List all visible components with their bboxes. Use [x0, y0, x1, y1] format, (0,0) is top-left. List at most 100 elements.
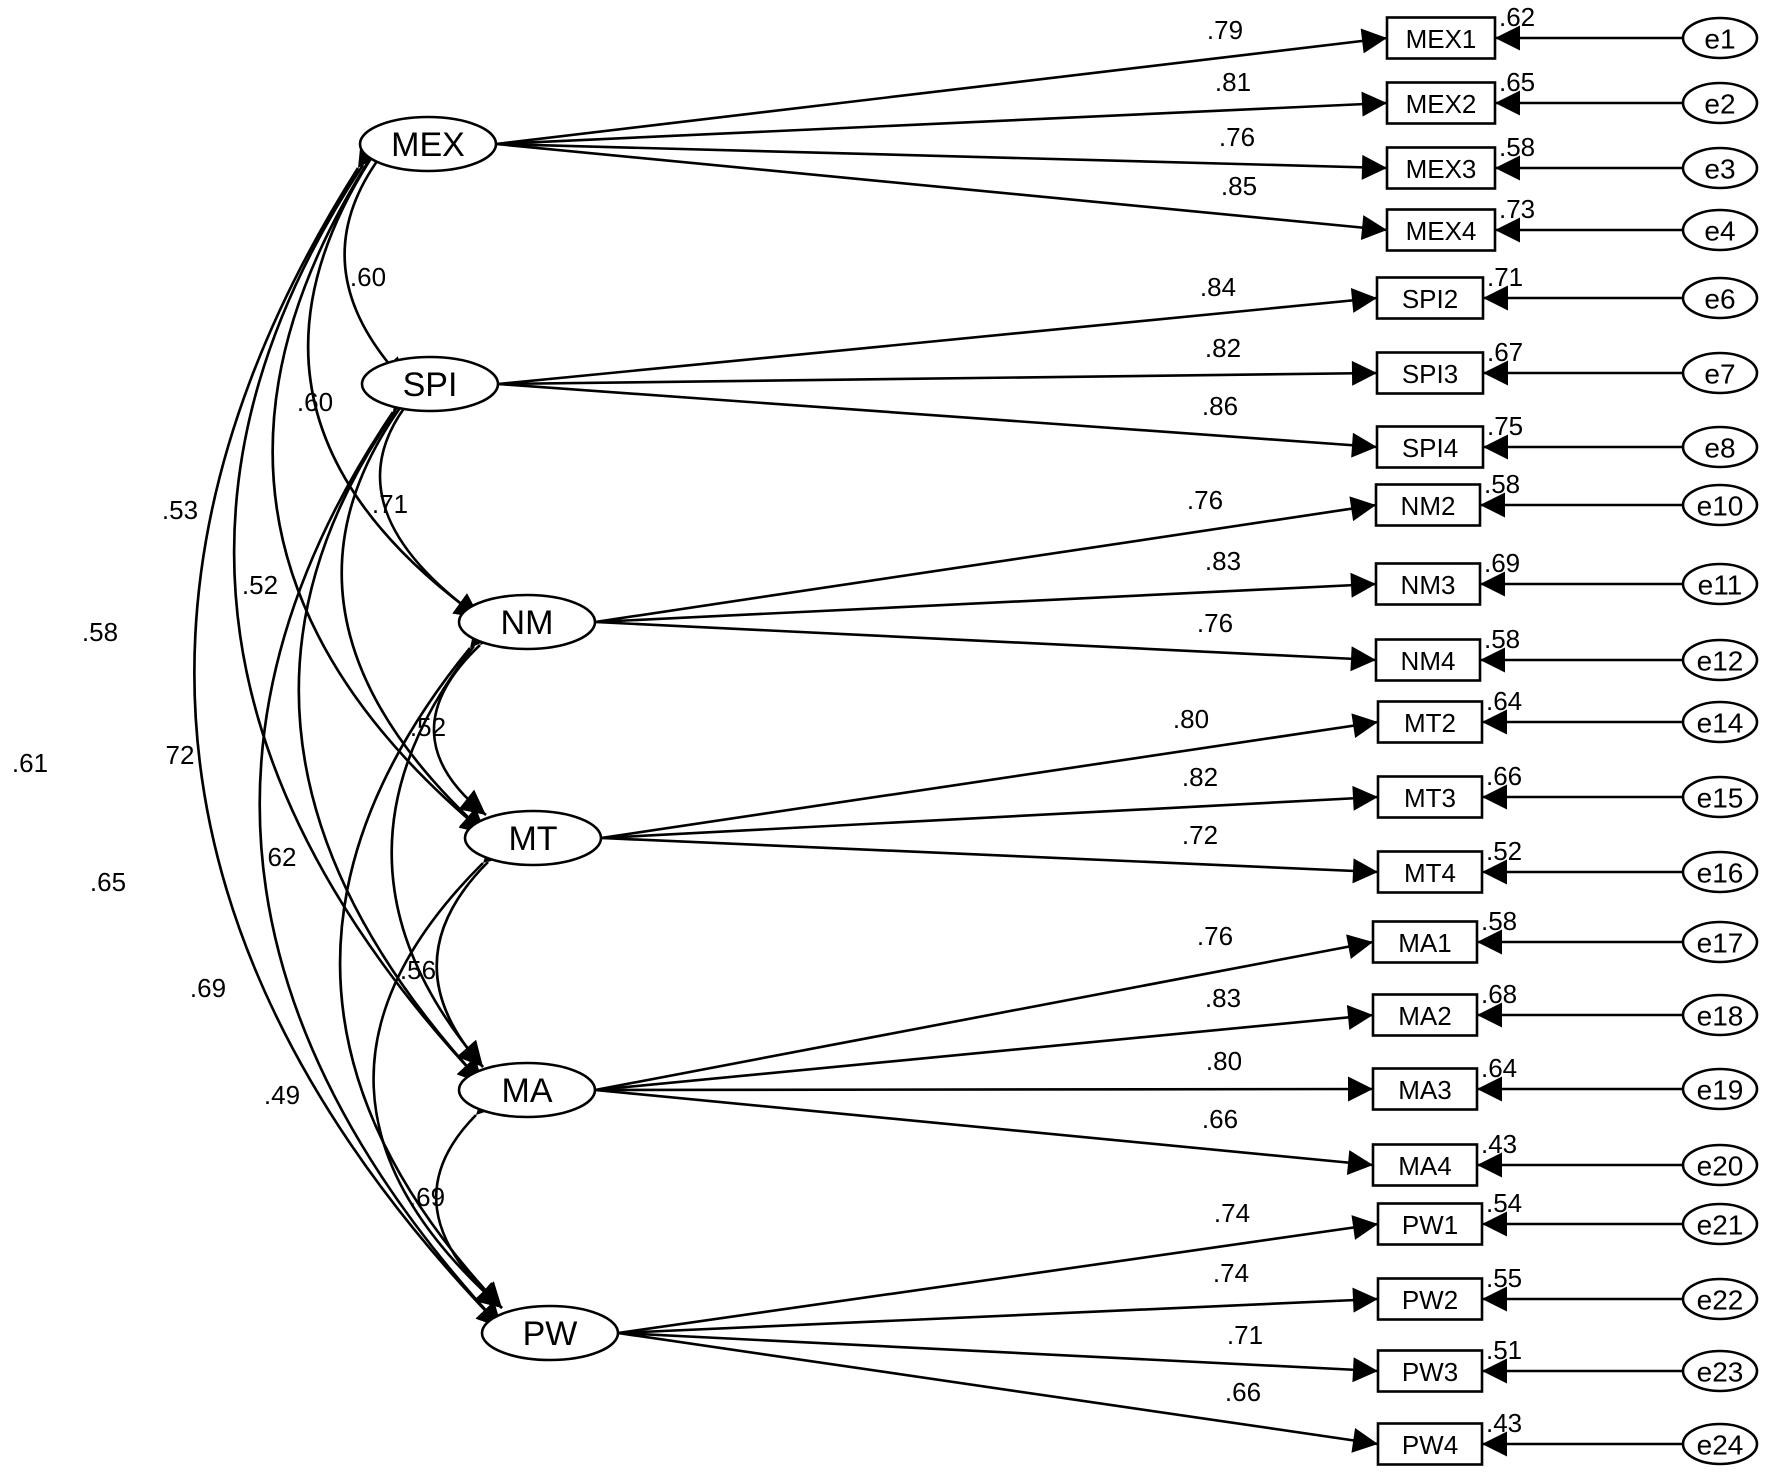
indicator-label-pw2: PW2: [1402, 1285, 1458, 1315]
loading-arrow-pw1: [617, 1215, 1379, 1335]
error-node-e6: [1681, 276, 1759, 320]
error-label-e19: e19: [1697, 1075, 1744, 1106]
indicator-label-ma4: MA4: [1398, 1151, 1451, 1181]
correlation-label-mex-ma: .58: [82, 617, 118, 647]
loading-label-nm3: .83: [1205, 546, 1241, 576]
indicator-label-nm4: NM4: [1401, 646, 1456, 676]
loading-label-spi3: .82: [1205, 333, 1241, 363]
indicator-label-spi2: SPI2: [1402, 284, 1458, 314]
indicator-node-ma4: [1371, 1143, 1479, 1187]
latent-node-pw: [480, 1304, 620, 1362]
indicator-label-nm3: NM3: [1401, 570, 1456, 600]
r2-label-pw2: .55: [1486, 1263, 1522, 1293]
r2-label-ma1: .58: [1481, 906, 1517, 936]
error-label-e3: e3: [1704, 154, 1735, 185]
correlation-label-mt-ma: .56: [400, 955, 436, 985]
indicator-label-ma1: MA1: [1398, 928, 1451, 958]
loading-label-mt4: .72: [1182, 820, 1218, 850]
error-label-e24: e24: [1697, 1430, 1744, 1461]
correlation-label-nm-ma: 62: [268, 842, 297, 872]
error-label-e22: e22: [1697, 1285, 1744, 1316]
indicator-node-mex2: [1385, 81, 1497, 125]
r2-label-pw4: .43: [1486, 1408, 1522, 1438]
latent-node-spi: [360, 355, 500, 413]
error-node-e20: [1681, 1143, 1759, 1187]
indicator-node-mex3: [1385, 146, 1497, 190]
indicator-node-nm2: [1374, 483, 1482, 527]
indicator-node-spi2: [1375, 276, 1485, 320]
correlation-label-mex-mt: .53: [162, 495, 198, 525]
correlation-arrow-mex-pw: [193, 140, 503, 1329]
r2-label-mex4: .73: [1499, 194, 1535, 224]
r2-label-nm2: .58: [1484, 469, 1520, 499]
loading-arrow-spi4: [497, 382, 1378, 458]
error-node-e14: [1681, 700, 1759, 744]
error-label-e15: e15: [1697, 783, 1744, 814]
indicator-label-nm2: NM2: [1401, 491, 1456, 521]
error-node-e8: [1681, 425, 1759, 469]
loading-arrow-spi3: [497, 360, 1378, 386]
correlation-label-spi-ma: 72: [166, 740, 195, 770]
indicator-node-mex1: [1385, 16, 1497, 60]
r2-label-mex1: .62: [1499, 2, 1535, 32]
error-node-e17: [1681, 920, 1759, 964]
loading-arrow-nm3: [594, 572, 1377, 624]
indicator-label-spi4: SPI4: [1402, 433, 1458, 463]
r2-label-nm4: .58: [1484, 624, 1520, 654]
indicator-label-mex2: MEX2: [1406, 89, 1477, 119]
indicator-node-pw3: [1376, 1349, 1484, 1393]
correlation-arrow-ma-pw: [434, 1088, 503, 1309]
loading-label-mt3: .82: [1182, 762, 1218, 792]
error-node-e4: [1681, 208, 1759, 252]
indicator-label-ma2: MA2: [1398, 1001, 1451, 1031]
error-label-e16: e16: [1697, 858, 1744, 889]
error-node-e11: [1681, 562, 1759, 606]
correlation-arrow-mt-ma: [435, 835, 515, 1068]
correlation-label-mex-spi: .60: [350, 262, 386, 292]
indicator-node-mt4: [1376, 850, 1484, 894]
error-node-e16: [1681, 850, 1759, 894]
correlation-label-spi-mt: .52: [242, 570, 278, 600]
r2-label-pw1: .54: [1486, 1188, 1522, 1218]
error-node-e10: [1681, 483, 1759, 527]
indicator-label-spi3: SPI3: [1402, 359, 1458, 389]
indicator-node-spi3: [1375, 351, 1485, 395]
indicator-node-pw4: [1376, 1422, 1484, 1466]
loading-label-mex3: .76: [1219, 122, 1255, 152]
indicator-label-mt2: MT2: [1404, 708, 1456, 738]
correlation-label-nm-pw: .69: [190, 973, 226, 1003]
error-label-e11: e11: [1698, 570, 1743, 601]
latent-node-mt: [463, 809, 603, 867]
indicator-label-mex1: MEX1: [1406, 24, 1477, 54]
error-node-e24: [1681, 1422, 1759, 1466]
label-layer: .60.60.53.58.61.71.5272.65.5262.69.56.49…: [12, 2, 1535, 1438]
latent-label-ma: MA: [502, 1072, 553, 1110]
error-node-e22: [1681, 1277, 1759, 1321]
loading-label-mex4: .85: [1221, 171, 1257, 201]
loading-label-ma3: .80: [1206, 1046, 1242, 1076]
loading-arrow-nm4: [594, 620, 1377, 672]
indicator-node-mt3: [1376, 775, 1484, 819]
loading-arrow-mex2: [495, 91, 1388, 146]
loading-arrow-pw2: [617, 1287, 1379, 1335]
loading-arrow-pw4: [617, 1331, 1379, 1453]
error-label-e2: e2: [1704, 89, 1735, 120]
indicator-label-pw3: PW3: [1402, 1357, 1458, 1387]
correlation-label-ma-pw: .69: [409, 1182, 445, 1212]
loading-arrow-mex4: [495, 142, 1388, 241]
correlation-arrow-mex-ma: [232, 137, 484, 1085]
error-node-e1: [1681, 16, 1759, 60]
correlation-layer: [193, 129, 515, 1329]
error-label-e17: e17: [1697, 928, 1744, 959]
latent-label-mt: MT: [508, 820, 557, 858]
error-label-e4: e4: [1704, 216, 1735, 247]
indicator-label-pw4: PW4: [1402, 1430, 1458, 1460]
indicator-node-nm4: [1374, 638, 1482, 682]
latent-label-mex: MEX: [391, 126, 465, 164]
loading-label-mex2: .81: [1215, 67, 1251, 97]
r2-label-ma2: .68: [1481, 979, 1517, 1009]
indicator-label-mt4: MT4: [1404, 858, 1456, 888]
error-label-e14: e14: [1697, 708, 1744, 739]
